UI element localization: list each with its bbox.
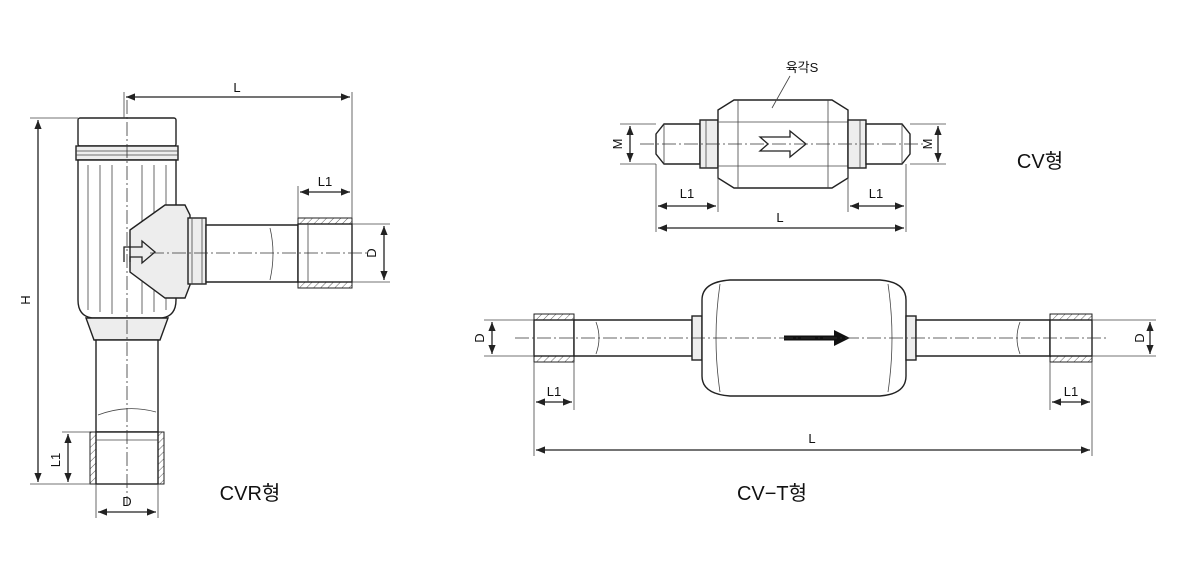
cvr-flow-arrow-icon	[123, 239, 157, 265]
cv-flow-arrow-icon	[758, 129, 808, 159]
cvt-dim-L1-right: L1	[1064, 384, 1078, 399]
cvr-caption: CVR형	[220, 482, 281, 505]
cvr-dim-H: H	[18, 295, 33, 304]
cv-valve: 육각S M M L1 L1 L CV형	[610, 60, 1063, 232]
cv-hex-label: 육각S	[786, 60, 819, 75]
cvt-dim-D-left: D	[472, 333, 487, 342]
cvr-dim-L1-side: L1	[48, 453, 63, 467]
cvr-dim-D-right: D	[364, 248, 379, 257]
cv-dim-M-right: M	[920, 139, 935, 150]
cvt-dim-L1-left: L1	[547, 384, 561, 399]
cvt-dim-D-right: D	[1132, 333, 1147, 342]
cvr-valve: L L1 D H L1 D CVR형	[18, 80, 390, 518]
cvr-dim-D-bottom: D	[122, 494, 131, 509]
cv-dim-L: L	[776, 210, 783, 225]
cv-dim-L1-right: L1	[869, 186, 883, 201]
cv-dim-L1-left: L1	[680, 186, 694, 201]
cvr-dim-L: L	[233, 80, 240, 95]
cv-dim-M-left: M	[610, 139, 625, 150]
cvt-valve: D D L1 L1 L CV−T형	[472, 279, 1156, 505]
cv-caption: CV형	[1017, 150, 1063, 173]
cvr-dim-L1-top: L1	[318, 174, 332, 189]
cvr-branch-hub	[129, 204, 191, 299]
cvt-dim-L: L	[808, 431, 815, 446]
cvr-side-pipe	[205, 224, 299, 283]
cvr-branch-nut	[187, 217, 207, 285]
cvt-caption: CV−T형	[737, 482, 807, 505]
